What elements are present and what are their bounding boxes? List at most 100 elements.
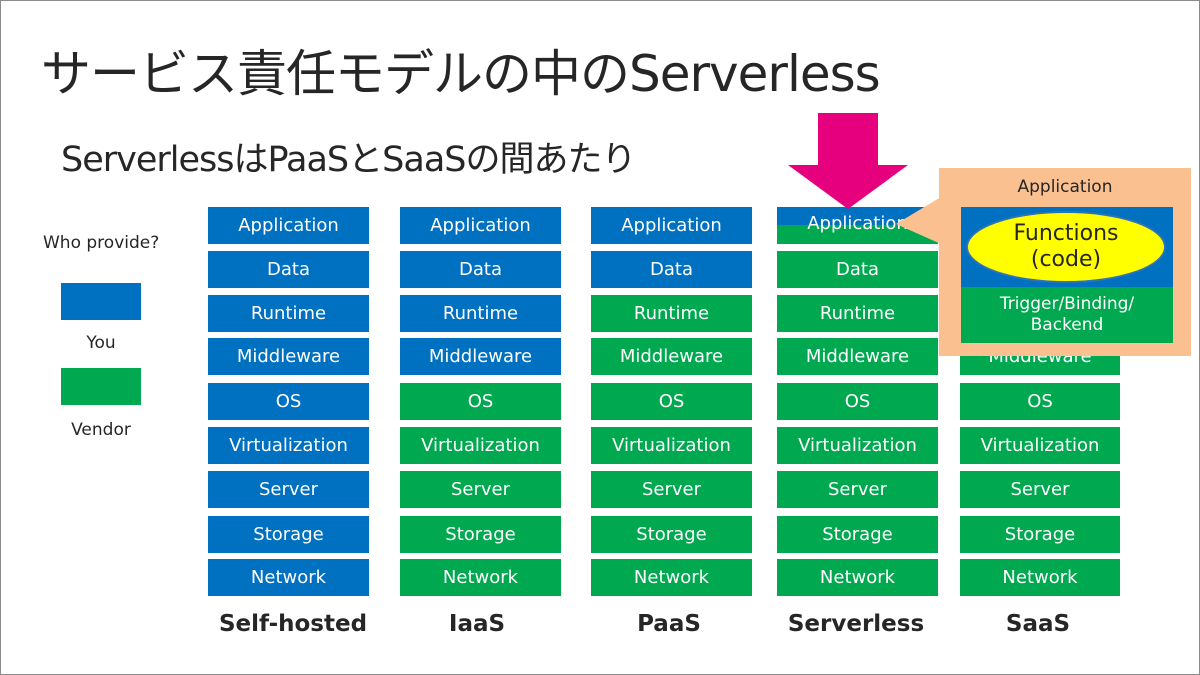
layer-label: Application: [621, 215, 722, 236]
layer-label: Middleware: [428, 346, 533, 367]
legend-title: Who provide?: [43, 233, 160, 253]
layer-block: Server: [208, 471, 369, 508]
legend-you-swatch: [61, 283, 141, 320]
layer-label: Virtualization: [229, 435, 348, 456]
layer-label: Network: [819, 567, 896, 588]
layer-label: Virtualization: [421, 435, 540, 456]
application-callout: Application Functions (code) Trigger/Bin…: [939, 168, 1191, 356]
layer-block: Runtime: [591, 295, 752, 332]
layer-label: Network: [1002, 567, 1078, 588]
layer-label: Server: [258, 479, 319, 500]
trigger-binding-label: Trigger/Binding/: [999, 293, 1135, 314]
layer-block: OS: [591, 383, 752, 420]
layer-label: Middleware: [619, 346, 724, 367]
layer-block: Runtime: [777, 295, 938, 332]
layer-label: Storage: [253, 524, 324, 545]
layer-block: Server: [591, 471, 752, 508]
layer-block: Runtime: [400, 295, 561, 332]
functions-code-label: (code): [1030, 247, 1102, 272]
layer-label: Application: [238, 215, 339, 236]
layer-block: Storage: [591, 516, 752, 553]
layer-label: Virtualization: [980, 435, 1100, 456]
callout-pointer: [896, 197, 941, 244]
layer-label: Runtime: [442, 303, 519, 324]
layer-block: Virtualization: [777, 427, 938, 464]
layer-block: Application: [591, 207, 752, 244]
column-label: PaaS: [637, 611, 701, 637]
layer-label: Application: [430, 215, 531, 236]
column-label: Self-hosted: [218, 611, 368, 637]
layer-label: Data: [650, 259, 693, 280]
layer-label: Storage: [445, 524, 516, 545]
layer-block: OS: [777, 383, 938, 420]
layer-label: OS: [1027, 391, 1053, 412]
legend-vendor-swatch: [61, 368, 141, 405]
layer-block: Application: [208, 207, 369, 244]
layer-label: Network: [250, 567, 327, 588]
layer-block: Server: [960, 471, 1120, 508]
legend-you-label: You: [86, 333, 116, 353]
layer-block: Network: [777, 559, 938, 596]
column-label: Serverless: [787, 611, 925, 637]
layer-block: Data: [777, 251, 938, 288]
layer-label: Storage: [636, 524, 707, 545]
layer-block: OS: [960, 383, 1120, 420]
layer-block: Middleware: [591, 338, 752, 375]
layer-block: Virtualization: [400, 427, 561, 464]
layer-label: Data: [836, 259, 879, 280]
layer-label: Runtime: [250, 303, 327, 324]
layer-block: Middleware: [777, 338, 938, 375]
layer-label: OS: [467, 391, 494, 412]
layer-block: Runtime: [208, 295, 369, 332]
layer-block: Network: [591, 559, 752, 596]
layer-block: Virtualization: [591, 427, 752, 464]
layer-block: Server: [400, 471, 561, 508]
layer-label: Application: [807, 213, 908, 234]
layer-label: Server: [450, 479, 511, 500]
layer-label: Storage: [822, 524, 893, 545]
layer-label: Virtualization: [612, 435, 731, 456]
layer-label: Middleware: [236, 346, 341, 367]
layer-label: Data: [267, 259, 310, 280]
layer-block: Storage: [960, 516, 1120, 553]
layer-block: Data: [591, 251, 752, 288]
layer-block: Network: [400, 559, 561, 596]
column-label: IaaS: [448, 611, 506, 637]
layer-label: Network: [633, 567, 710, 588]
layer-block: Server: [777, 471, 938, 508]
layer-label: OS: [844, 391, 871, 412]
layer-label: Middleware: [805, 346, 910, 367]
layer-block: Storage: [400, 516, 561, 553]
layer-block: Data: [208, 251, 369, 288]
layer-block: Middleware: [400, 338, 561, 375]
layer-block: Storage: [777, 516, 938, 553]
layer-label: Server: [827, 479, 888, 500]
layer-label: Network: [442, 567, 519, 588]
layer-label: Virtualization: [798, 435, 917, 456]
layer-block: Application: [400, 207, 561, 244]
layer-block: Network: [960, 559, 1120, 596]
layer-block: Storage: [208, 516, 369, 553]
functions-label: Functions: [1013, 220, 1119, 246]
layer-label: Runtime: [819, 303, 896, 324]
layer-block: Network: [208, 559, 369, 596]
layer-block: Virtualization: [208, 427, 369, 464]
layer-block: Data: [400, 251, 561, 288]
slide-subtitle: ServerlessはPaaSとSaaSの間あたり: [61, 140, 636, 180]
legend-vendor-label: Vendor: [71, 420, 131, 440]
layer-block: OS: [208, 383, 369, 420]
layer-block: OS: [400, 383, 561, 420]
backend-label: Backend: [1030, 315, 1104, 335]
layer-label: Server: [1010, 479, 1070, 500]
callout-backend-area: Trigger/Binding/ Backend: [961, 287, 1173, 343]
layer-label: Server: [641, 479, 702, 500]
layer-label: Data: [459, 259, 502, 280]
layer-label: OS: [658, 391, 685, 412]
layer-block: Virtualization: [960, 427, 1120, 464]
slide-title: サービス責任モデルの中のServerless: [41, 45, 881, 103]
callout-title: Application: [1017, 177, 1113, 197]
down-arrow-icon: [788, 113, 908, 209]
functions-ellipse: Functions (code): [966, 211, 1166, 283]
layer-label: Runtime: [633, 303, 710, 324]
column-label: SaaS: [1005, 611, 1071, 637]
